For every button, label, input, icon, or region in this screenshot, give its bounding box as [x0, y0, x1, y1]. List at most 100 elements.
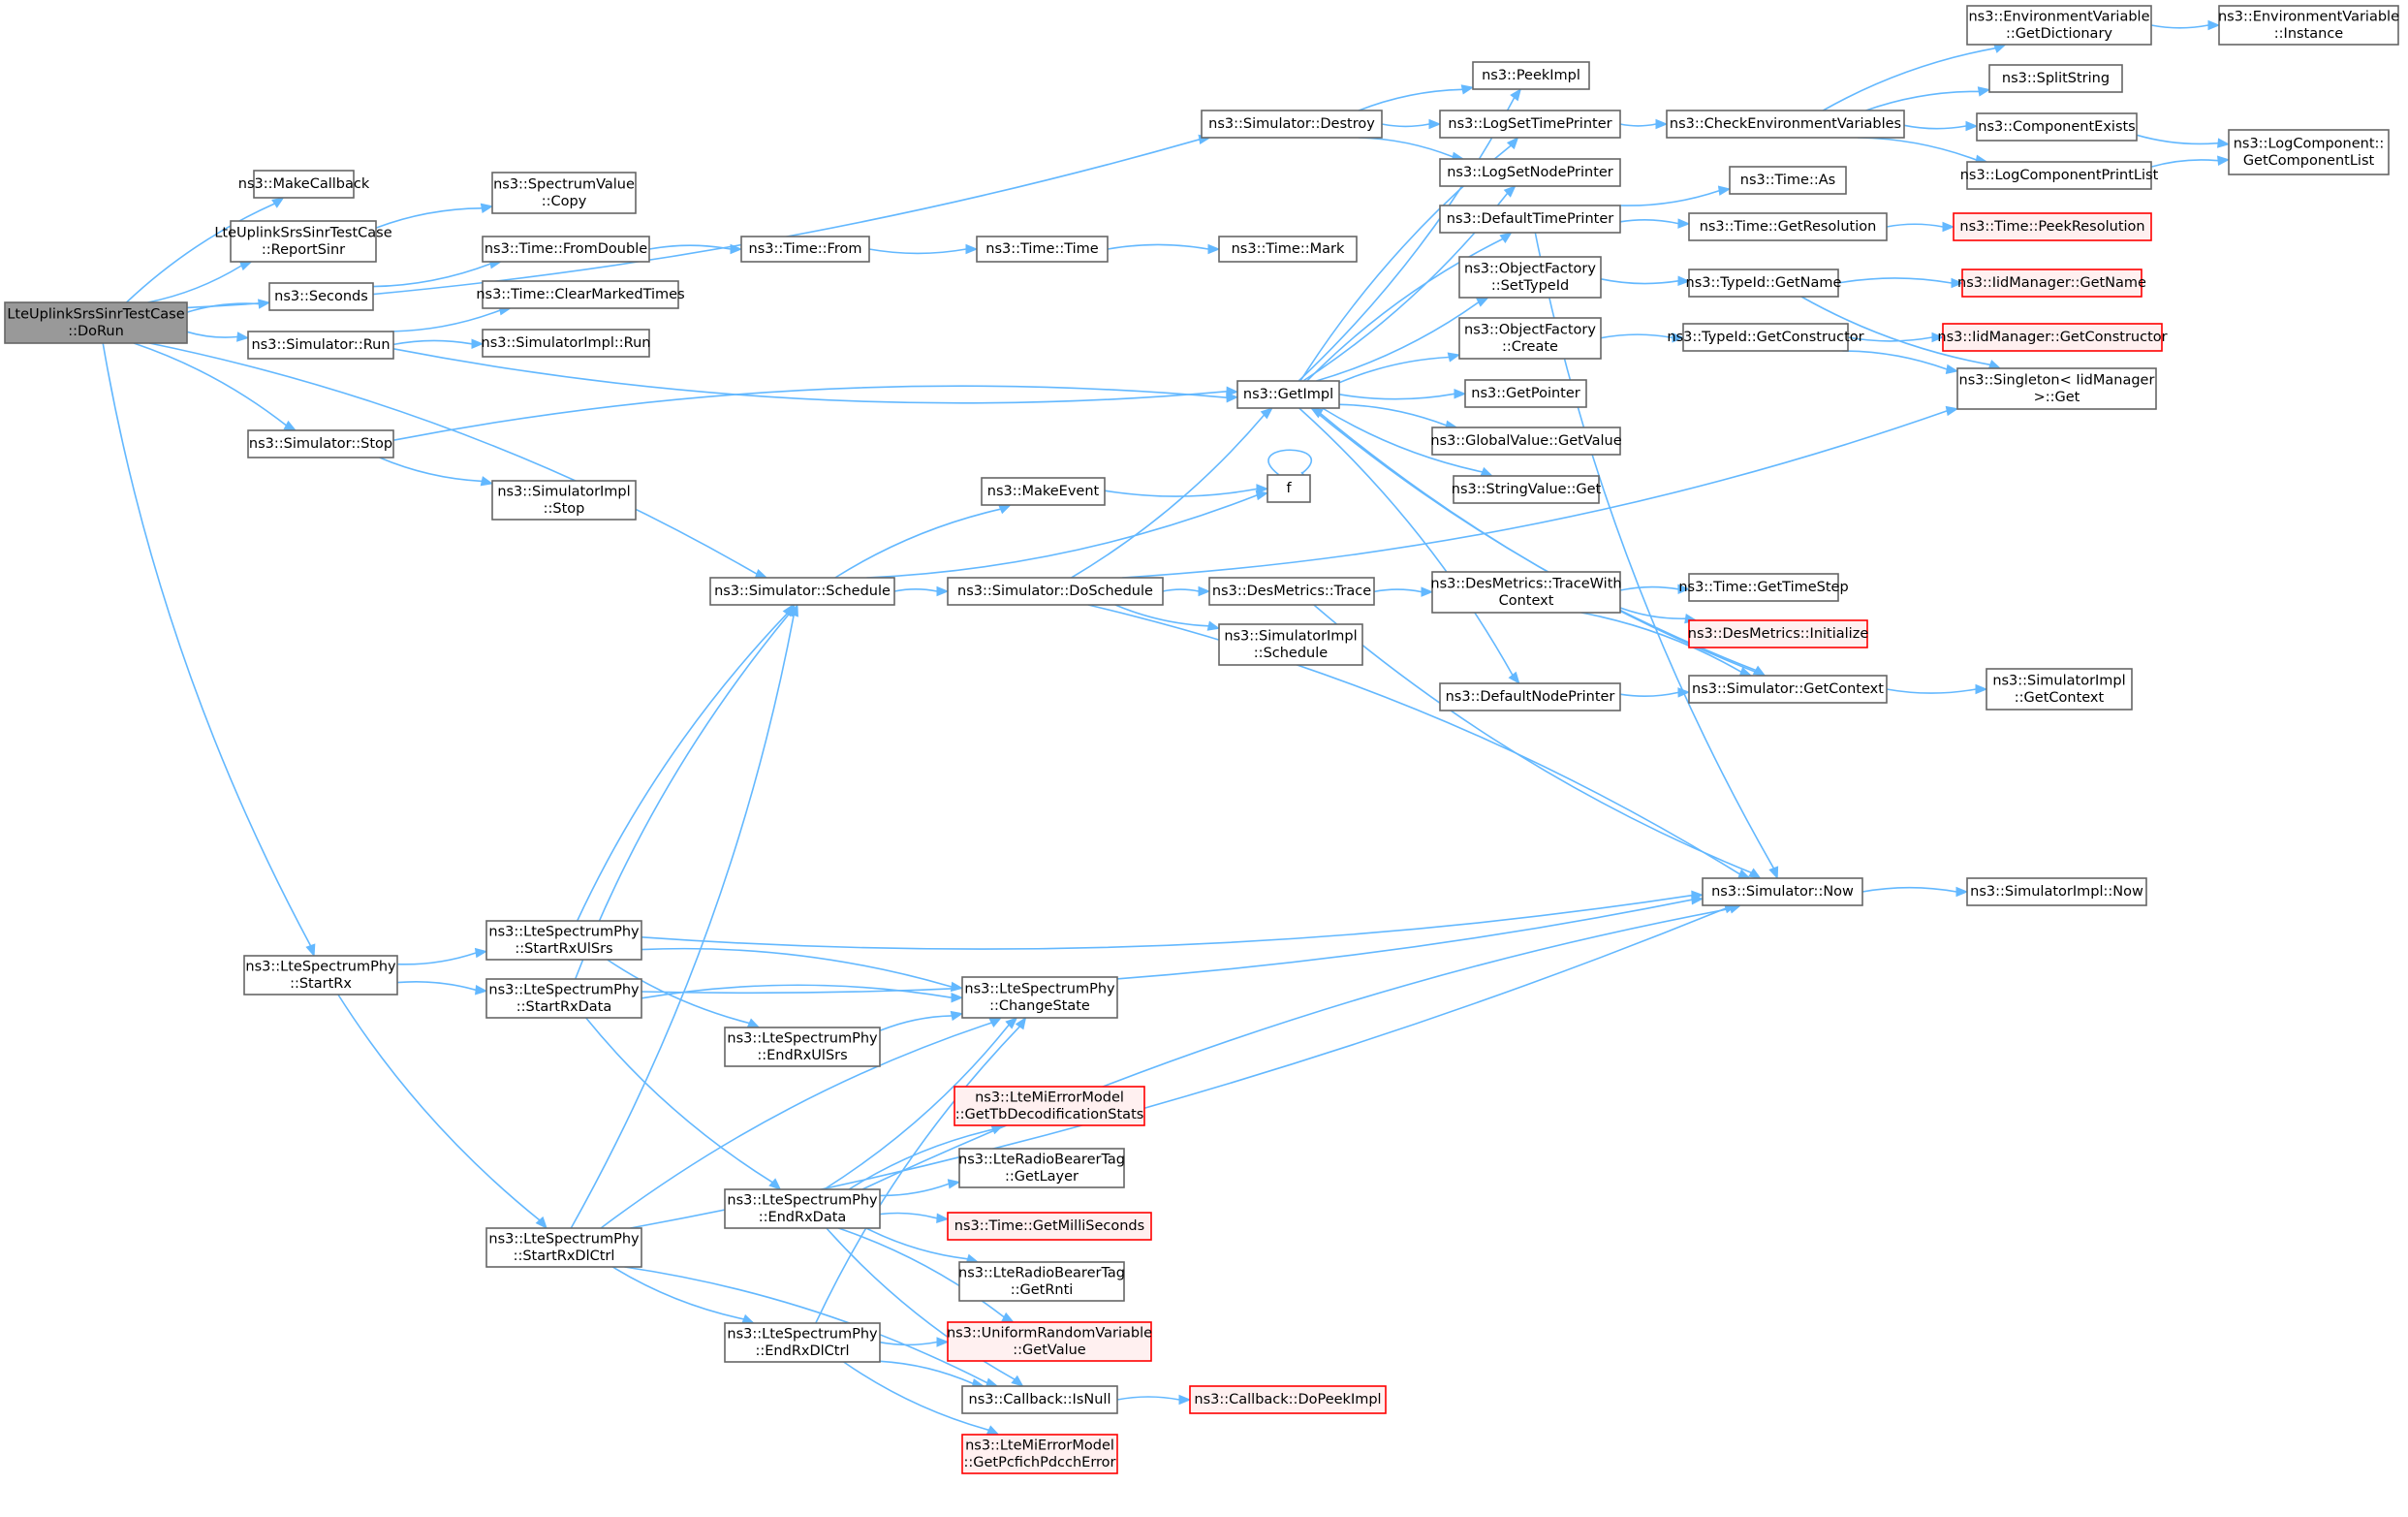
node-getpointer[interactable]: ns3::GetPointer: [1464, 379, 1587, 408]
node-iidgetname[interactable]: ns3::IidManager::GetName: [1957, 269, 2146, 298]
node-startrxdlctrl[interactable]: ns3::LteSpectrumPhy::StartRxDlCtrl: [485, 1227, 642, 1268]
node-box: [1688, 269, 1839, 298]
node-specvalcopy[interactable]: ns3::SpectrumValue::Copy: [491, 172, 637, 214]
node-timegetstep[interactable]: ns3::Time::GetTimeStep: [1678, 573, 1849, 602]
node-simimplgetctx[interactable]: ns3::SimulatorImpl::GetContext: [1986, 668, 2133, 711]
node-box: [724, 1027, 881, 1067]
node-desmetricstrace[interactable]: ns3::DesMetrics::Trace: [1208, 577, 1375, 606]
node-makecb[interactable]: ns3::MakeCallback: [238, 170, 370, 199]
node-simstop[interactable]: ns3::Simulator::Stop: [247, 429, 394, 458]
node-getlayer[interactable]: ns3::LteRadioBearerTag::GetLayer: [958, 1148, 1125, 1188]
edge-objfaccreate-to-typeidgetctor: [1600, 332, 1685, 343]
edge-checkenv-to-envgetdict: [1822, 43, 2007, 111]
node-box: [1458, 317, 1602, 360]
node-getmiestats[interactable]: ns3::LteMiErrorModel::GetTbDecodificatio…: [954, 1086, 1145, 1126]
node-logcompget[interactable]: ns3::LogComponent::GetComponentList: [2228, 129, 2390, 175]
node-envinstance[interactable]: ns3::EnvironmentVariable::Instance: [2218, 5, 2399, 46]
node-box: [491, 172, 637, 214]
node-label: ns3::SimulatorImpl::Run: [482, 335, 651, 351]
node-globalvalue[interactable]: ns3::GlobalValue::GetValue: [1430, 427, 1622, 456]
node-typeidgetctor[interactable]: ns3::TypeId::GetConstructor: [1667, 323, 1864, 352]
node-label: LteUplinkSrsSinrTestCase: [214, 225, 391, 240]
node-startrxdata[interactable]: ns3::LteSpectrumPhy::StartRxData: [485, 978, 642, 1019]
node-stringvalue[interactable]: ns3::StringValue::Get: [1452, 475, 1602, 504]
edge-doschedule-to-singleton: [1122, 405, 1959, 579]
node-label: ns3::LogSetNodePrinter: [1447, 165, 1613, 180]
node-clearmarked[interactable]: ns3::Time::ClearMarkedTimes: [476, 280, 685, 309]
node-doschedule[interactable]: ns3::Simulator::DoSchedule: [947, 577, 1164, 606]
node-typeidgetname[interactable]: ns3::TypeId::GetName: [1686, 269, 1842, 298]
edge-root-to-simrun: [186, 331, 250, 342]
node-changestate[interactable]: ns3::LteSpectrumPhy::ChangeState: [961, 976, 1118, 1019]
node-timeas[interactable]: ns3::Time::As: [1729, 166, 1847, 195]
node-seconds[interactable]: ns3::Seconds: [268, 282, 374, 311]
node-peekres[interactable]: ns3::Time::PeekResolution: [1953, 212, 2152, 241]
node-startrx[interactable]: ns3::LteSpectrumPhy::StartRx: [243, 955, 398, 996]
node-box: [1267, 474, 1311, 503]
node-label: ::SetTypeId: [1491, 278, 1569, 294]
node-cbisnull[interactable]: ns3::Callback::IsNull: [961, 1385, 1118, 1414]
node-simimplstop[interactable]: ns3::SimulatorImpl::Stop: [491, 480, 637, 521]
node-logsettime[interactable]: ns3::LogSetTimePrinter: [1439, 110, 1621, 139]
node-deftimeprinter[interactable]: ns3::DefaultTimePrinter: [1439, 205, 1621, 234]
node-simimplrun[interactable]: ns3::SimulatorImpl::Run: [482, 329, 651, 358]
node-fromdouble[interactable]: ns3::Time::FromDouble: [482, 236, 650, 263]
node-simimplnow[interactable]: ns3::SimulatorImpl::Now: [1966, 877, 2147, 906]
node-cbdopeek[interactable]: ns3::Callback::DoPeekImpl: [1189, 1385, 1387, 1414]
node-box: [954, 1086, 1145, 1126]
node-box: [1453, 475, 1600, 504]
node-getrnti[interactable]: ns3::LteRadioBearerTag::GetRnti: [958, 1261, 1125, 1302]
node-envgetdict[interactable]: ns3::EnvironmentVariable::GetDictionary: [1966, 5, 2152, 46]
node-iidgetctor[interactable]: ns3::IidManager::GetConstructor: [1937, 323, 2168, 352]
node-defnodeprinter[interactable]: ns3::DefaultNodePrinter: [1439, 682, 1621, 711]
node-timemark[interactable]: ns3::Time::Mark: [1218, 236, 1358, 263]
node-peekimpl[interactable]: ns3::PeekImpl: [1472, 61, 1590, 90]
node-splitstring[interactable]: ns3::SplitString: [1988, 64, 2123, 93]
node-logsetnode[interactable]: ns3::LogSetNodePrinter: [1439, 158, 1621, 187]
node-objfacsettype[interactable]: ns3::ObjectFactory::SetTypeId: [1458, 256, 1602, 299]
node-startrxulsrs[interactable]: ns3::LteSpectrumPhy::StartRxUlSrs: [485, 920, 642, 961]
node-box: [740, 236, 870, 263]
node-getcontext[interactable]: ns3::Simulator::GetContext: [1688, 675, 1888, 704]
node-checkenv[interactable]: ns3::CheckEnvironmentVariables: [1666, 110, 1905, 139]
node-endrxdata[interactable]: ns3::LteSpectrumPhy::EndRxData: [724, 1188, 881, 1229]
node-reportsinr[interactable]: LteUplinkSrsSinrTestCase::ReportSinr: [214, 220, 392, 263]
node-compexists[interactable]: ns3::ComponentExists: [1976, 112, 2138, 142]
edge-defnodeprinter-to-getcontext: [1619, 687, 1691, 698]
node-destroy[interactable]: ns3::Simulator::Destroy: [1201, 110, 1383, 139]
node-simimplsched[interactable]: ns3::SimulatorImpl::Schedule: [1218, 623, 1363, 666]
node-box: [947, 1321, 1152, 1362]
node-urvgetvalue[interactable]: ns3::UniformRandomVariable::GetValue: [947, 1321, 1152, 1362]
node-getmilli[interactable]: ns3::Time::GetMilliSeconds: [947, 1212, 1152, 1241]
node-box: [709, 577, 895, 606]
node-objfaccreate[interactable]: ns3::ObjectFactory::Create: [1458, 317, 1602, 360]
node-box: [1702, 877, 1863, 906]
edge-startrxulsrs-to-simnow: [641, 890, 1704, 950]
node-box: [268, 282, 374, 311]
node-singleton[interactable]: ns3::Singleton< IidManager >::Get: [1956, 367, 2157, 410]
node-makeevent[interactable]: ns3::MakeEvent: [981, 477, 1106, 506]
node-timefrom[interactable]: ns3::Time::From: [740, 236, 870, 263]
node-timetime[interactable]: ns3::Time::Time: [976, 236, 1109, 263]
node-label: ns3::ObjectFactory: [1464, 322, 1596, 337]
node-desinit[interactable]: ns3::DesMetrics::Initialize: [1688, 619, 1869, 648]
node-simnow[interactable]: ns3::Simulator::Now: [1702, 877, 1863, 906]
node-endrxdlctrl[interactable]: ns3::LteSpectrumPhy::EndRxDlCtrl: [724, 1322, 881, 1363]
node-f[interactable]: f: [1267, 474, 1311, 503]
node-label: ns3::LteRadioBearerTag: [958, 1265, 1125, 1280]
node-root[interactable]: LteUplinkSrsSinrTestCase::DoRun: [4, 301, 188, 344]
edge-doschedule-to-simimplsched: [1114, 604, 1221, 631]
node-getimpl[interactable]: ns3::GetImpl: [1236, 380, 1340, 409]
node-box: [958, 1148, 1125, 1188]
node-timegetres[interactable]: ns3::Time::GetResolution: [1688, 212, 1888, 241]
node-getpcfich[interactable]: ns3::LteMiErrorModel::GetPcfichPdcchErro…: [961, 1434, 1118, 1474]
edge-objfacsettype-to-typeidgetname: [1600, 275, 1691, 287]
node-endrxulsrs[interactable]: ns3::LteSpectrumPhy::EndRxUlSrs: [724, 1027, 881, 1067]
node-schedule[interactable]: ns3::Simulator::Schedule: [709, 577, 895, 606]
node-label: ::Instance: [2274, 26, 2344, 42]
node-simrun[interactable]: ns3::Simulator::Run: [247, 331, 394, 360]
node-logcompprint[interactable]: ns3::LogComponentPrintList: [1960, 161, 2159, 190]
edge-endrxdata-to-changestate: [824, 1017, 1018, 1190]
edge-simnow-to-simimplnow: [1861, 886, 1969, 898]
